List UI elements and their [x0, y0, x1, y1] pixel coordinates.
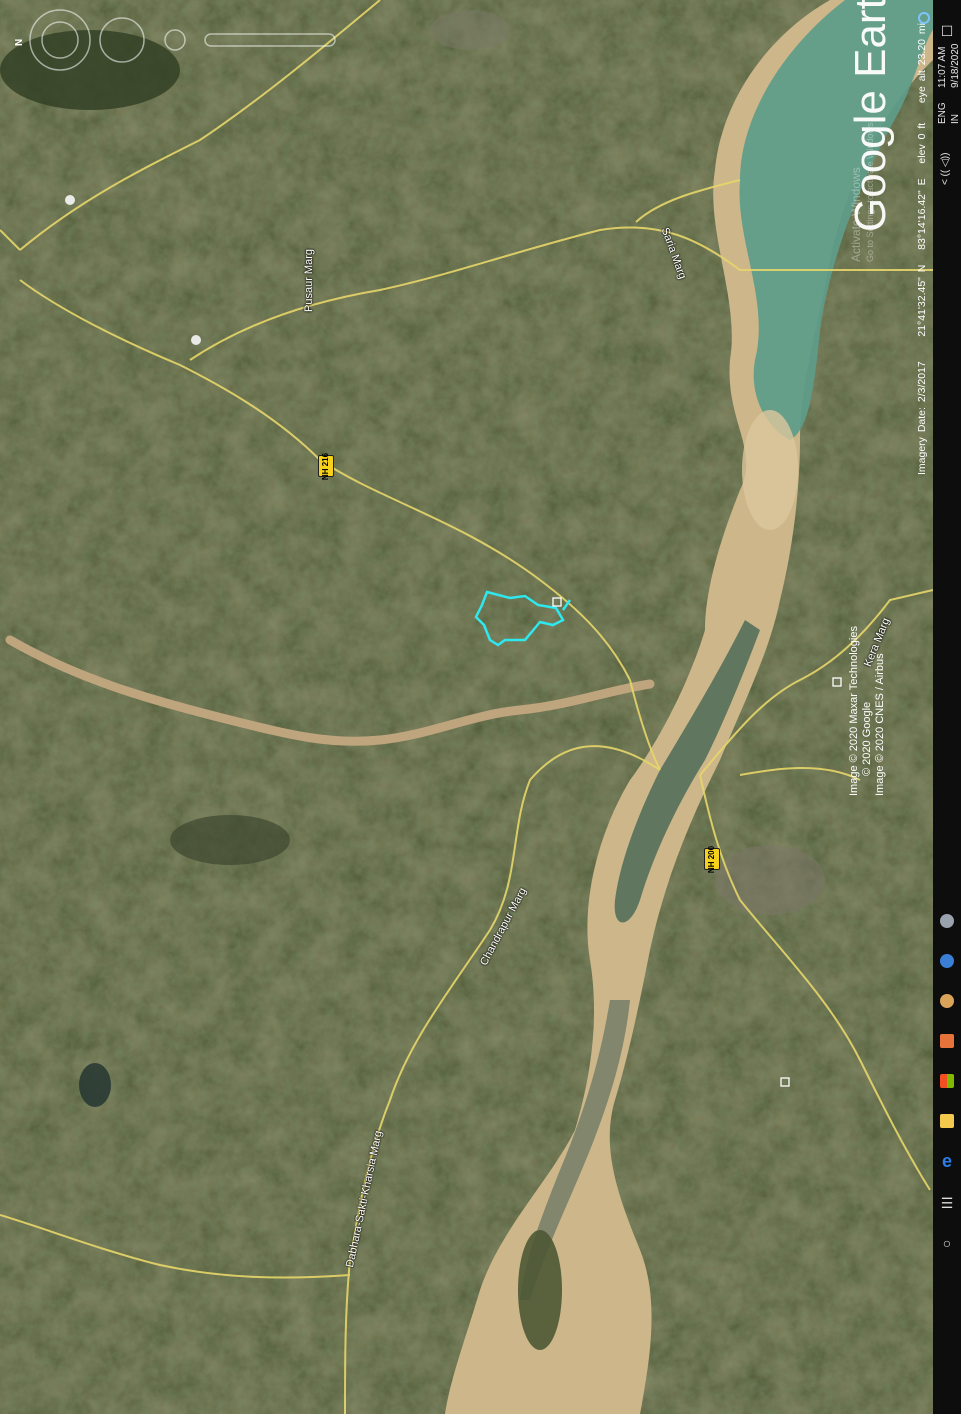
- river-channel-water: [520, 1000, 630, 1300]
- latitude-readout: 21°41'32.45" N: [916, 264, 928, 337]
- road-segment: [699, 589, 934, 776]
- placemark-square[interactable]: [780, 1077, 790, 1087]
- longitude-readout: 83°14'16.42" E: [916, 178, 928, 250]
- paint-app-taskbar-icon[interactable]: [936, 990, 958, 1012]
- river-island: [518, 1230, 562, 1350]
- forest-patch: [170, 815, 290, 865]
- highway-shield-nh200-label: NH 200: [707, 845, 717, 873]
- file-explorer-taskbar-icon[interactable]: [936, 1110, 958, 1132]
- edge-browser-taskbar-icon[interactable]: e: [941, 1150, 952, 1171]
- attribution-line-2: © 2020 Google: [861, 701, 873, 776]
- language-region[interactable]: IN: [950, 114, 961, 124]
- road-segment: [739, 767, 861, 781]
- area-boundary-outline[interactable]: [474, 590, 572, 647]
- placemark-square[interactable]: [552, 597, 562, 607]
- highway-shield-nh200: NH 200: [704, 845, 720, 873]
- compass-inner-ring: [41, 21, 79, 59]
- loading-indicator-icon: [918, 12, 930, 24]
- google-earth-taskbar-icon[interactable]: [936, 910, 958, 932]
- road-segment: [0, 229, 21, 251]
- highway-shield-nh216-label: NH 216: [321, 452, 331, 480]
- road-segment: [19, 0, 381, 251]
- sandbar: [742, 410, 798, 530]
- highway-shield-nh216: NH 216: [318, 452, 334, 480]
- attribution-line-1: Image © 2020 Maxar Technologies: [848, 626, 860, 796]
- river-main-sand: [445, 0, 933, 1414]
- eye-altitude-readout: eye alt 23.20 mi: [916, 22, 928, 104]
- search-circle-icon[interactable]: ○: [942, 1235, 952, 1251]
- imagery-date: Imagery Date: 2/3/2017: [916, 361, 928, 475]
- road-segment: [699, 774, 931, 1191]
- windows-taskbar: [933, 0, 961, 1414]
- attribution: Image © 2020 Maxar Technologies © 2020 G…: [848, 626, 887, 796]
- road-segment: [0, 1214, 351, 1279]
- store-app-taskbar-icon[interactable]: [936, 1070, 958, 1092]
- river-channel-water: [614, 620, 760, 923]
- street-view-pegman: [164, 29, 186, 51]
- attribution-line-3: Image © 2020 CNES / Airbus: [874, 653, 886, 796]
- river-main-water: [739, 0, 933, 440]
- taskbar-date[interactable]: 9/18/2020: [950, 43, 961, 89]
- road-segment: [629, 679, 661, 771]
- navigation-controls[interactable]: [29, 9, 336, 71]
- office-app-taskbar-icon[interactable]: [936, 1030, 958, 1052]
- task-view-icon[interactable]: ☰: [940, 1194, 954, 1211]
- look-joystick: [99, 17, 145, 63]
- compass-ring: [29, 9, 91, 71]
- road-segment: [189, 226, 933, 361]
- road-segment: [344, 745, 661, 1414]
- road-segment: [635, 179, 741, 223]
- zoom-slider: [204, 33, 336, 47]
- pond: [79, 1063, 111, 1107]
- north-indicator: N: [14, 38, 25, 46]
- taskbar-time[interactable]: 11:07 AM: [937, 46, 948, 88]
- airport-icon[interactable]: [191, 335, 201, 345]
- language-indicator[interactable]: ENG: [937, 102, 948, 124]
- road-network: [0, 0, 934, 1414]
- elevation-readout: elev 0 ft: [916, 122, 928, 164]
- place-pin-icon[interactable]: [65, 195, 75, 205]
- globe-app-taskbar-icon[interactable]: [936, 950, 958, 972]
- urban-area: [715, 845, 825, 915]
- urban-area: [430, 10, 510, 50]
- notification-icon[interactable]: ☐: [940, 22, 954, 39]
- system-tray-icons[interactable]: < (( ◁)): [940, 152, 951, 185]
- google-earth-logo: Google Earth: [846, 0, 895, 232]
- status-bar: Imagery Date: 2/3/2017 21°41'32.45" N 83…: [916, 23, 928, 475]
- placemark-square[interactable]: [832, 677, 842, 687]
- road-label-pusaur: Pusaur Marg: [303, 249, 315, 312]
- tributary-river: [5, 635, 655, 746]
